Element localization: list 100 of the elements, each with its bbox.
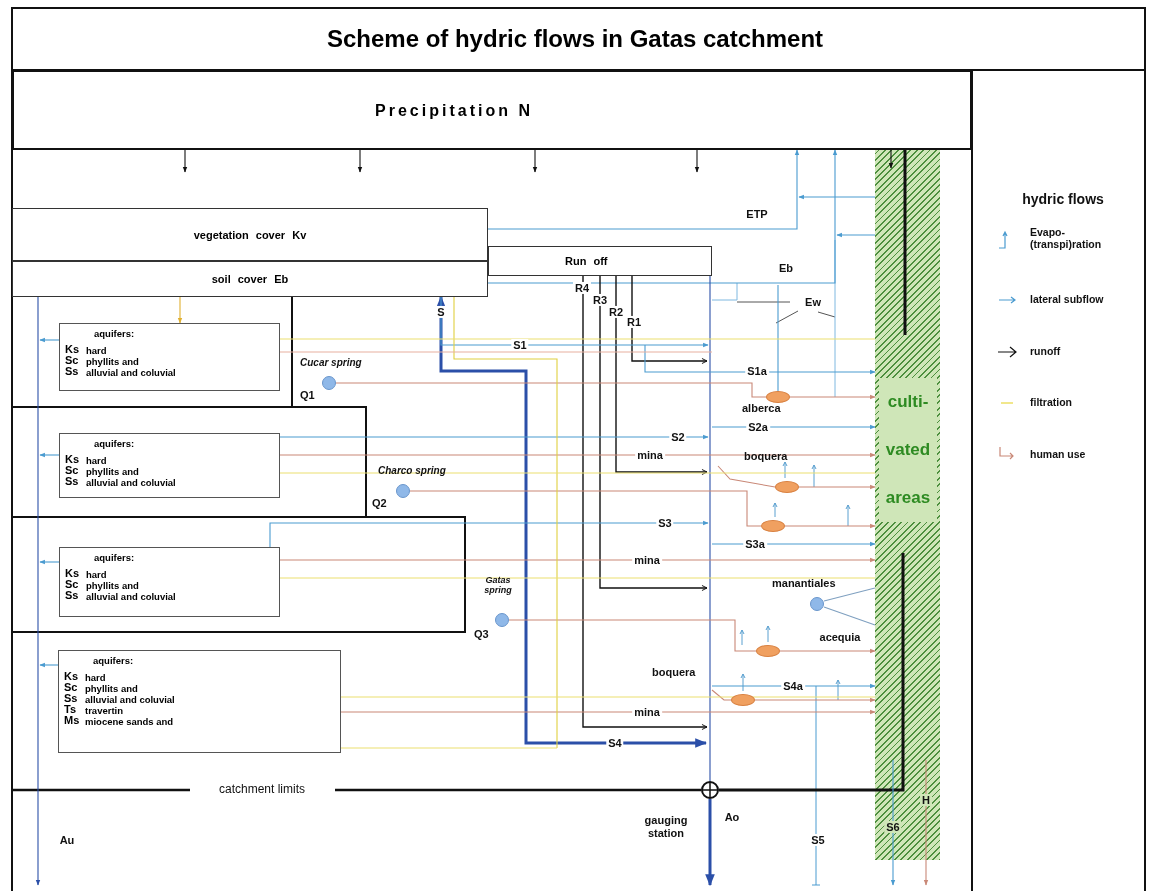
heading-text: aquifers: [94, 438, 135, 449]
heading-text: aquifers: [94, 552, 135, 563]
code-label: Ks [65, 454, 80, 465]
connector-line [279, 577, 876, 579]
flow-arrow [711, 683, 876, 689]
band-title: Precipitation N [374, 102, 534, 120]
edge-label: R3 [590, 293, 610, 307]
description-text: hard [86, 569, 107, 580]
code-label: Ss [64, 693, 78, 704]
flow-arrow [357, 149, 363, 173]
flow-arrow [923, 759, 929, 886]
description-text: travertin [85, 705, 123, 716]
flow-arrow [784, 523, 876, 529]
flow-arrow [615, 275, 708, 475]
description-text: alluvial and coluvial [86, 591, 176, 602]
connector-line [823, 606, 876, 626]
connector-line [777, 284, 779, 392]
code-label: Ss [65, 366, 79, 377]
reservoir-ellipse [731, 694, 755, 706]
connector-line [717, 465, 776, 488]
connector-line [709, 275, 711, 782]
aquifer-box [58, 650, 341, 753]
node-caption: boquera [652, 666, 696, 679]
description-text: phyllits and [86, 580, 139, 591]
connector-line [409, 490, 762, 527]
gauging-station-symbol [701, 781, 719, 799]
spring-circle [810, 597, 824, 611]
edge-label: H [920, 793, 932, 807]
code-label: Sc [65, 465, 79, 476]
edge-label: mina [635, 448, 665, 462]
flow-arrow [340, 709, 876, 715]
description-text: hard [86, 345, 107, 356]
connector-line [903, 150, 907, 335]
flow-arrow [440, 296, 709, 348]
connector-line [340, 696, 876, 698]
description-text: alluvial and coluvial [85, 694, 175, 705]
flow-arrow [754, 697, 876, 703]
process-box [488, 246, 712, 276]
flow-label: S [435, 305, 447, 319]
description-text: phyllits and [86, 466, 139, 477]
legend-label: human use [1030, 448, 1087, 461]
layer-box [12, 261, 488, 297]
description-text: miocene sands and [85, 716, 174, 727]
edge-label: S4 [606, 736, 624, 750]
edge-label: S1a [745, 364, 769, 378]
flow-arrow [39, 452, 60, 458]
flow-arrow [711, 424, 876, 430]
flow-label: S5 [809, 833, 827, 847]
edge-label: S2 [669, 430, 687, 444]
node-caption: Charco spring [378, 465, 446, 477]
legend-label: runoff [1030, 345, 1062, 358]
edge-label: R1 [624, 315, 644, 329]
edge-label: R2 [606, 305, 626, 319]
connector-line [340, 747, 558, 749]
flow-arrow [888, 149, 894, 169]
flow-arrow [39, 337, 60, 343]
diagram-title: Scheme of hydric flows in Gatas catchment [325, 24, 825, 54]
flow-arrow [487, 149, 800, 230]
code-label: Sc [65, 579, 79, 590]
flow-arrow [789, 394, 876, 400]
cultivated-area-band [875, 150, 940, 860]
edge-label: ETP [744, 207, 770, 221]
aquifer-box [59, 323, 280, 391]
heading-text: aquifers: [93, 655, 134, 666]
edge-label: Au [57, 833, 77, 847]
code-label: Sc [64, 682, 78, 693]
flow-arrow [279, 452, 876, 458]
description-text: alluvial and coluvial [86, 477, 176, 488]
connector-line [823, 587, 876, 602]
flow-arrow [599, 275, 708, 591]
flow-arrow [35, 296, 41, 886]
flow-arrow [798, 484, 876, 490]
legend-label: Evapo- (transpi)ration [1030, 226, 1103, 251]
box-label: soil cover Eb [210, 273, 290, 285]
node-caption: manantiales [772, 577, 836, 590]
flow-arrow [631, 275, 708, 364]
flow-arrow [39, 662, 59, 668]
flow-arrow [582, 275, 708, 730]
area-label: culti- vated areas [879, 378, 937, 522]
edge-label: Eb [776, 261, 796, 275]
flow-arrow [436, 295, 708, 748]
edge-label: S6 [884, 820, 902, 834]
edge-label: S1 [511, 338, 529, 352]
flow-arrow [705, 799, 715, 887]
edge-label: mina [632, 705, 662, 719]
flow-arrow [182, 149, 188, 173]
reservoir-ellipse [766, 391, 790, 403]
flow-arrow [694, 149, 700, 173]
node-caption: Q1 [300, 389, 315, 402]
flow-arrow [836, 232, 876, 238]
code-label: Ss [65, 476, 79, 487]
edge-label: S2a [746, 420, 770, 434]
node-caption: Q2 [372, 497, 387, 510]
node-caption: Q3 [474, 628, 489, 641]
node-caption: alberca [742, 402, 781, 415]
spring-circle [396, 484, 410, 498]
connector-line [279, 351, 713, 353]
spring-circle [322, 376, 336, 390]
spring-circle [495, 613, 509, 627]
flow-arrow [279, 434, 709, 440]
